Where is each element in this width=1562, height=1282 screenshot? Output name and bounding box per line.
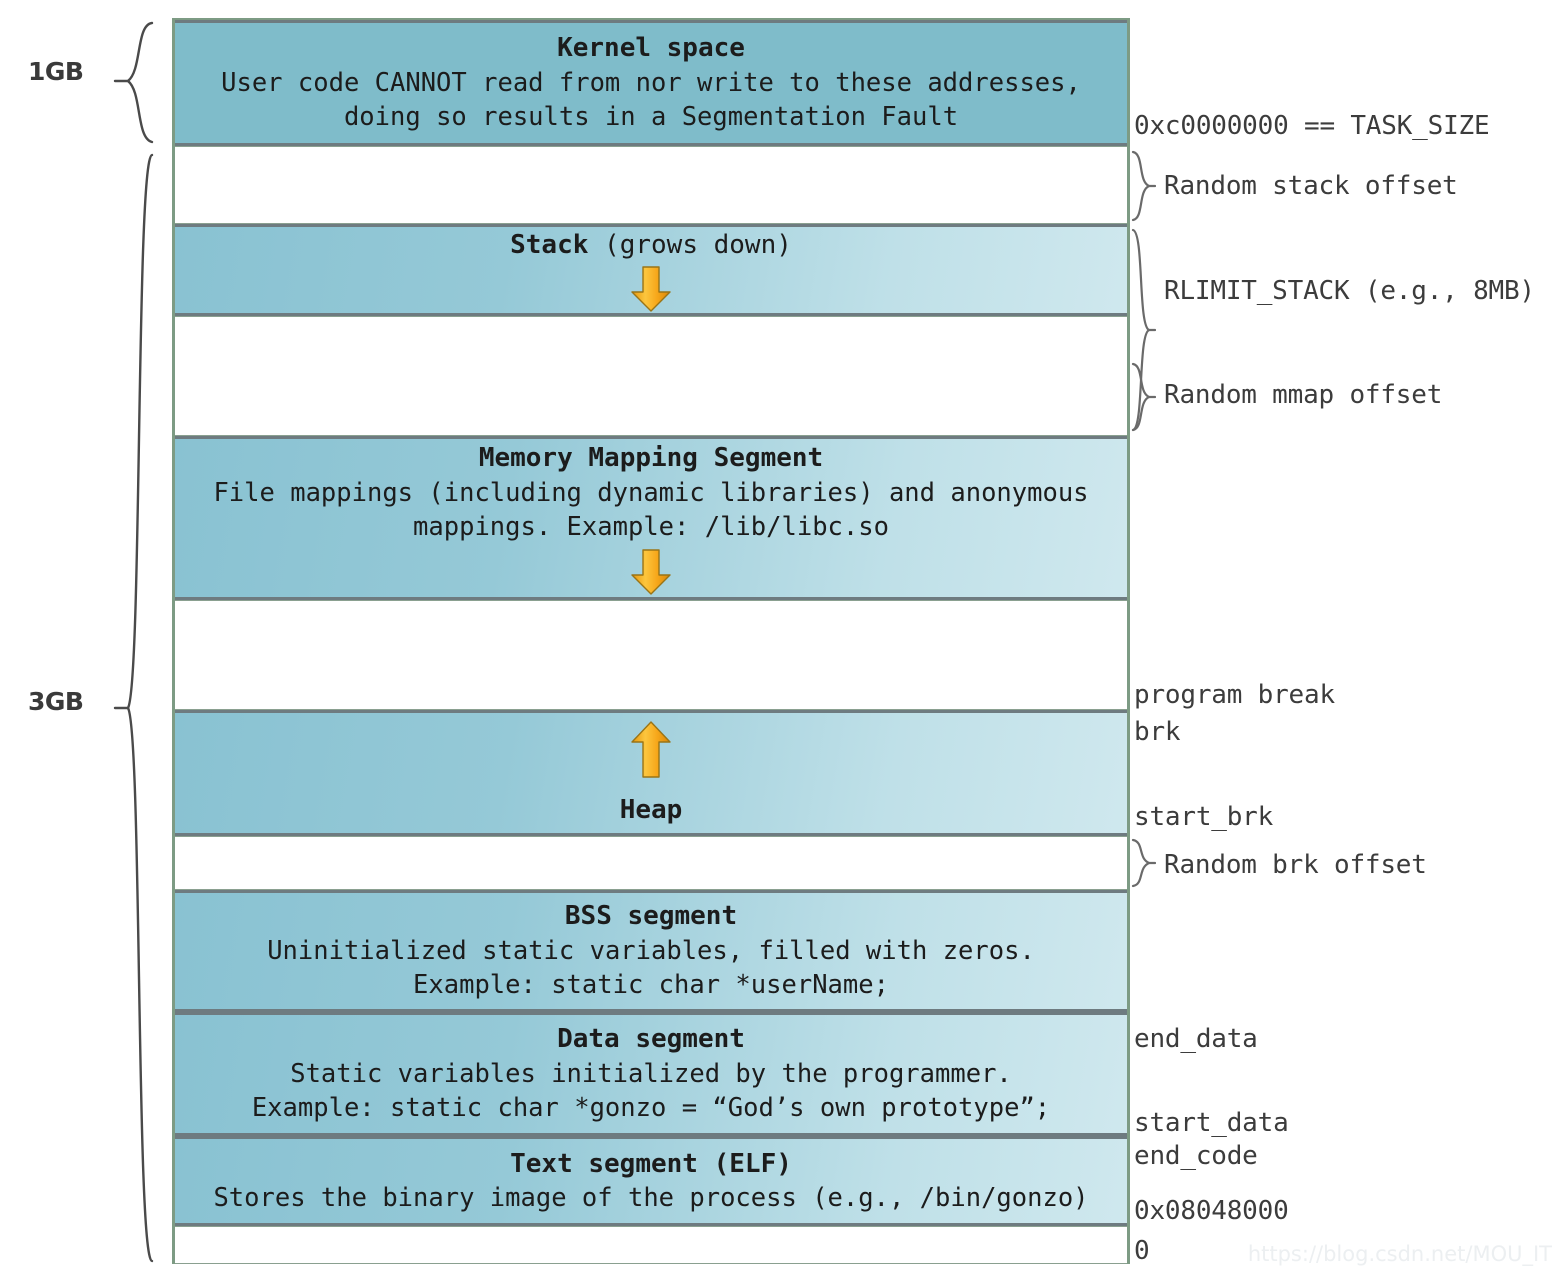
source-watermark: https://blog.csdn.net/MOU_IT	[1247, 1242, 1552, 1266]
block-stack: Stack (grows down)	[175, 224, 1127, 316]
annotation-text-base-address: 0x08048000	[1134, 1196, 1289, 1226]
data-segment-line-1: Static variables initialized by the prog…	[290, 1058, 1012, 1089]
data-segment-title: Data segment	[557, 1024, 745, 1055]
mmap-down-arrow-icon	[630, 548, 672, 595]
block-random-stack-gap	[175, 146, 1127, 224]
stack-down-arrow-icon	[630, 266, 672, 312]
block-bss-segment: BSS segment Uninitialized static variabl…	[175, 890, 1127, 1012]
brace-rlimit-stack	[1130, 228, 1156, 432]
block-mmap-heap-gap	[175, 600, 1127, 710]
annotation-task-size: 0xc0000000 == TASK_SIZE	[1134, 111, 1490, 141]
block-kernel-space: Kernel space User code CANNOT read from …	[175, 20, 1127, 146]
brace-3gb	[112, 152, 154, 1264]
bss-segment-line-2: Example: static char *userName;	[413, 970, 889, 1001]
annotation-brk: brk	[1134, 717, 1181, 747]
stack-title: Stack (grows down)	[510, 228, 792, 262]
heap-title: Heap	[619, 795, 683, 825]
annotation-rlimit-stack: RLIMIT_STACK (e.g., 8MB)	[1164, 276, 1535, 306]
kernel-space-line-1: User code CANNOT read from nor write to …	[221, 67, 1081, 98]
annotation-end-data: end_data	[1134, 1024, 1258, 1054]
annotation-start-brk: start_brk	[1134, 802, 1274, 832]
annotation-random-mmap-offset: Random mmap offset	[1164, 380, 1443, 410]
memory-mapping-segment-title: Memory Mapping Segment	[478, 443, 824, 474]
annotation-null-address: 0	[1134, 1236, 1150, 1266]
text-segment-title: Text segment (ELF)	[510, 1148, 792, 1179]
annotation-end-code: end_code	[1134, 1141, 1258, 1171]
block-memory-mapping-segment: Memory Mapping Segment File mappings (in…	[175, 436, 1127, 600]
block-data-segment: Data segment Static variables initialize…	[175, 1012, 1127, 1136]
block-stack-mmap-gap	[175, 316, 1127, 436]
text-segment-line-1: Stores the binary image of the process (…	[213, 1182, 1089, 1213]
brace-random-mmap-offset	[1130, 362, 1156, 432]
stack-title-text: Stack	[510, 229, 589, 260]
brace-1gb	[112, 20, 154, 146]
data-segment-line-2: Example: static char *gonzo = “God’s own…	[251, 1093, 1051, 1124]
block-zero-page-gap	[175, 1226, 1127, 1264]
kernel-space-line-2: doing so results in a Segmentation Fault	[343, 102, 959, 133]
size-label-1gb: 1GB	[28, 57, 84, 86]
memory-mapping-segment-line-2: mappings. Example: /lib/libc.so	[413, 512, 889, 543]
block-heap: Heap	[175, 710, 1127, 836]
brace-random-stack-offset	[1130, 150, 1156, 222]
heap-up-arrow-icon	[630, 721, 672, 779]
block-random-brk-gap	[175, 836, 1127, 890]
stack-title-suffix: (grows down)	[604, 229, 792, 260]
annotation-random-brk-offset: Random brk offset	[1164, 850, 1427, 880]
size-label-3gb: 3GB	[28, 687, 84, 716]
annotation-random-stack-offset: Random stack offset	[1164, 171, 1458, 201]
bss-segment-line-1: Uninitialized static variables, filled w…	[267, 935, 1035, 966]
annotation-program-break: program break	[1134, 680, 1335, 710]
bss-segment-title: BSS segment	[564, 901, 738, 932]
kernel-space-title: Kernel space	[557, 33, 745, 64]
annotation-start-data: start_data	[1134, 1108, 1289, 1138]
block-text-segment: Text segment (ELF) Stores the binary ima…	[175, 1136, 1127, 1226]
brace-random-brk-offset	[1130, 838, 1156, 888]
memory-mapping-segment-line-1: File mappings (including dynamic librari…	[213, 477, 1089, 508]
